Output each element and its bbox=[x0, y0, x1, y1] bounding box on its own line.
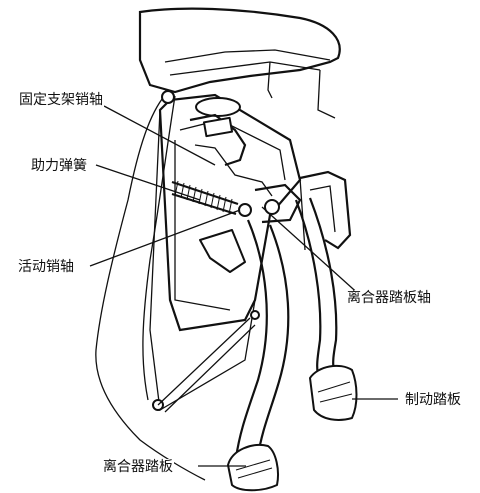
pivot-bushing bbox=[195, 97, 241, 117]
clutch-pedal-pad bbox=[227, 444, 279, 492]
label-assist-spring: 助力弹簧 bbox=[30, 158, 88, 174]
brake-pad-tread bbox=[317, 381, 353, 403]
leader-clutch-pedal-shaft bbox=[261, 206, 363, 298]
leader-movable-pin bbox=[89, 209, 241, 267]
bracket-foot bbox=[199, 229, 246, 273]
dash-side-outline bbox=[95, 91, 206, 481]
pivot-arm bbox=[189, 113, 247, 167]
pivot-link bbox=[194, 144, 273, 197]
label-clutch-pedal-shaft: 离合器踏板轴 bbox=[346, 290, 432, 306]
label-brake-pedal: 制动踏板 bbox=[404, 392, 462, 408]
fixed-bracket-pin bbox=[161, 90, 175, 104]
right-bracket-detail bbox=[299, 177, 336, 251]
spring-anchor bbox=[264, 199, 280, 215]
lower-brace bbox=[157, 317, 256, 413]
firewall-flange bbox=[164, 49, 331, 76]
pivot-clamp bbox=[202, 116, 234, 138]
firewall-panel bbox=[138, 7, 341, 94]
assist-spring-coil bbox=[171, 180, 239, 216]
right-support-bracket bbox=[299, 170, 352, 250]
label-clutch-pedal: 离合器踏板 bbox=[102, 459, 174, 475]
brake-pedal-pad bbox=[309, 364, 358, 421]
leader-assist-spring bbox=[95, 164, 201, 201]
dash-inner-outline bbox=[142, 95, 176, 401]
pedal-shaft-housing bbox=[254, 183, 302, 224]
lower-bolt-right bbox=[250, 310, 260, 320]
label-movable-pin: 活动销轴 bbox=[17, 259, 75, 275]
leader-fixed-bracket-pin bbox=[103, 105, 216, 166]
clutch-pedal-arm bbox=[234, 219, 268, 459]
brake-pedal-arm-back bbox=[308, 197, 338, 373]
firewall-right-edge bbox=[267, 61, 336, 119]
label-fixed-bracket-pin: 固定支架销轴 bbox=[18, 92, 104, 108]
bracket-inner-rib bbox=[174, 119, 286, 311]
clutch-pad-tread bbox=[235, 459, 273, 479]
brake-pedal-arm bbox=[294, 199, 322, 376]
clutch-pedal-arm-back bbox=[256, 224, 290, 457]
movable-pin bbox=[238, 203, 252, 217]
